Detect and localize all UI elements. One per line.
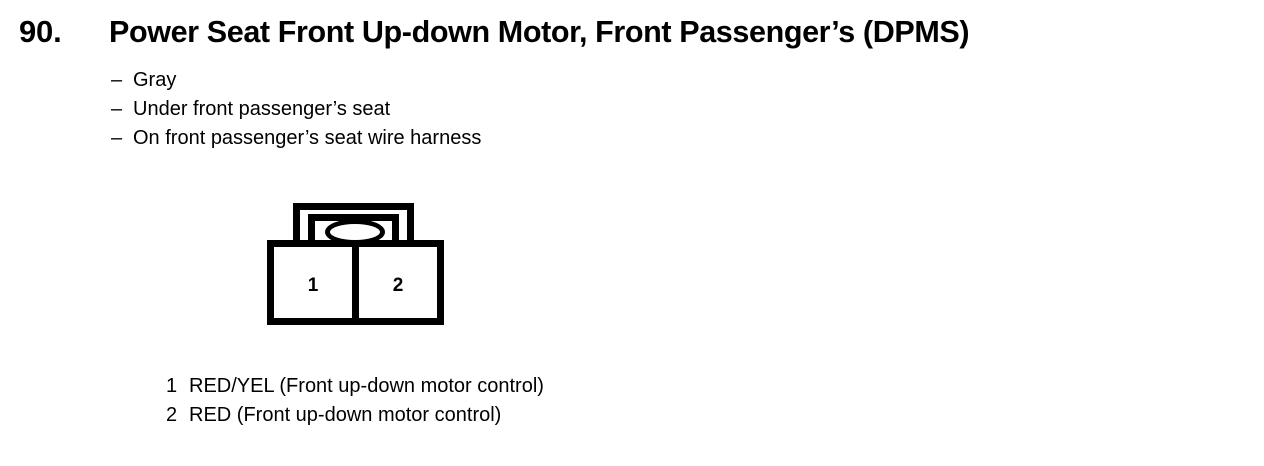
list-item: – On front passenger’s seat wire harness [111, 124, 811, 153]
dash-icon: – [111, 127, 123, 149]
dash-icon: – [111, 69, 123, 91]
connector-details-list: – Gray – Under front passenger’s seat – … [111, 66, 811, 153]
connector-latch-inner-icon [308, 214, 399, 245]
list-item: – Under front passenger’s seat [111, 95, 811, 124]
pin-legend-row: 1 RED/YEL (Front up-down motor control) [166, 372, 966, 401]
connector-latch-outer-icon [293, 203, 414, 245]
list-item-label: Under front passenger’s seat [133, 98, 391, 120]
item-title: Power Seat Front Up-down Motor, Front Pa… [109, 14, 970, 49]
list-item-label: On front passenger’s seat wire harness [133, 127, 482, 149]
pin-number-label: 2 [392, 275, 404, 296]
list-item-label: Gray [133, 69, 177, 91]
pin-legend: 1 RED/YEL (Front up-down motor control) … [166, 372, 966, 430]
pin-number-label: 1 [307, 275, 319, 296]
pin-legend-number: 2 [166, 404, 178, 426]
dash-icon: – [111, 98, 123, 120]
pin-legend-number: 1 [166, 375, 178, 397]
list-item: – Gray [111, 66, 811, 95]
connector-body: 1 2 [267, 240, 444, 325]
connector-pin-cell-2: 2 [352, 247, 437, 318]
page-title: 90. Power Seat Front Up-down Motor, Fron… [0, 12, 1264, 58]
pin-legend-description: RED/YEL (Front up-down motor control) [189, 375, 544, 397]
connector-pin-cell-1: 1 [274, 247, 352, 318]
pin-legend-row: 2 RED (Front up-down motor control) [166, 401, 966, 430]
item-number: 90. [19, 14, 62, 49]
pin-legend-description: RED (Front up-down motor control) [189, 404, 502, 426]
connector-diagram: 1 2 [266, 203, 448, 325]
